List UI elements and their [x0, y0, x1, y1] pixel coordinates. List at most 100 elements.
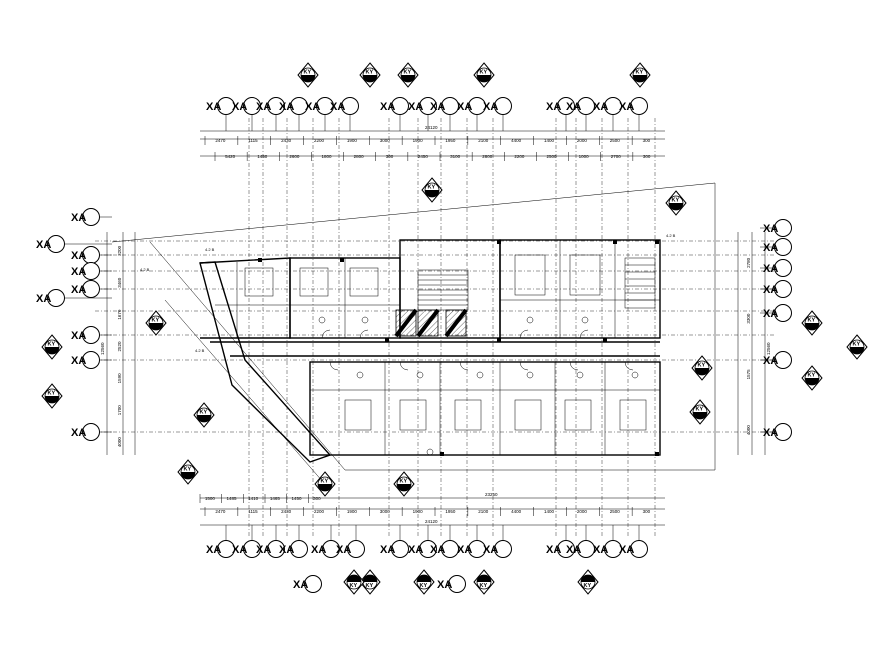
dim-bottom-6: 3000 [380, 509, 391, 514]
dim-left-3: 1670 [117, 309, 122, 320]
grid-bubble-label: XA [619, 544, 634, 556]
grid-bubble-label: XA [763, 284, 778, 296]
dim-bottom2-6: 300 [313, 496, 321, 501]
grid-bubble-top-8: XA [408, 97, 437, 115]
grid-bubble-label: XA [256, 544, 271, 556]
grid-bubble-label: XA [457, 101, 472, 113]
grid-bubble-label: XA [256, 101, 271, 113]
dim-top2-13: 2700 [611, 154, 622, 159]
grid-bubbles-right: XA XA XA XA XA XA XA [760, 219, 792, 441]
grid-bubble-right-5: XA [763, 304, 792, 322]
grid-bubble-label: XA [36, 293, 51, 305]
dim-bottom-10: 4400 [511, 509, 522, 514]
grid-bubble-left-2: XA [36, 235, 65, 253]
grid-bubble-right-6: XA [763, 351, 792, 369]
grid-bubble-label: XA [71, 250, 86, 262]
grid-bubble-label: XA [36, 239, 51, 251]
grid-bubble-bottom-2: XA [232, 540, 261, 558]
grid-bubble-label: XA [619, 101, 634, 113]
section-marker-label: KY [698, 363, 706, 369]
grid-bubble-label: XA [71, 266, 86, 278]
grid-bubble-top-1: XA [206, 97, 235, 115]
dim-top2-3: 2600 [289, 154, 300, 159]
dimension-lines-left: 12560 [100, 232, 136, 455]
section-marker-top-5: KY [629, 62, 651, 88]
grid-bubble-bottom-10: XA [457, 540, 486, 558]
grid-bubble-label: XA [293, 579, 308, 591]
section-marker-label: KY [853, 342, 861, 348]
dim-top-9: 2100 [478, 138, 489, 143]
grid-bubble-left-9: XA [71, 423, 100, 441]
dim-left-5: 1590 [117, 373, 122, 384]
grid-bubble-bottom-extra-2: XA [437, 575, 466, 593]
grid-bubble-label: XA [763, 308, 778, 320]
section-marker-side-1: KY [41, 334, 63, 360]
section-marker-label: KY [184, 467, 192, 473]
dimension-lines-right: 12560 [737, 232, 771, 455]
grid-bubble-label: XA [380, 101, 395, 113]
grid-bubble-label: XA [763, 263, 778, 275]
section-marker-label: KY [48, 342, 56, 348]
grid-bubble-right-1: XA [763, 219, 792, 237]
dim-right-2: 3300 [746, 313, 751, 324]
dim-bottom-5: 1900 [347, 509, 358, 514]
dim-bottom2-1: 1500 [205, 496, 216, 501]
grid-bubble-label: XA [311, 544, 326, 556]
grid-bubble-label: XA [457, 544, 472, 556]
grid-bubble-label: XA [380, 544, 395, 556]
grid-bubble-label: XA [566, 101, 581, 113]
dim-bottom-8: 1950 [445, 509, 456, 514]
dim-top2-6: 300 [386, 154, 394, 159]
grid-bubble-right-4: XA [763, 280, 792, 298]
dim-top-5: 1900 [347, 138, 358, 143]
section-marker-label: KY [366, 583, 374, 589]
dim-top-8: 1950 [445, 138, 456, 143]
section-marker-label: KY [404, 70, 412, 76]
dim-left-2: 3460 [117, 277, 122, 288]
dim-bottom-9: 2100 [478, 509, 489, 514]
grid-bubble-left-3: XA [71, 246, 100, 264]
dim-left-7: 4000 [117, 437, 122, 448]
grid-bubble-label: XA [71, 212, 86, 224]
grid-bubble-label: XA [71, 330, 86, 342]
dim-overall-bottom-mid: 23250 [485, 492, 498, 497]
grid-bubble-right-7: XA [763, 423, 792, 441]
section-marker-label: KY [672, 198, 680, 204]
dim-bottom-7: 1900 [413, 509, 424, 514]
dim-top2-5: 2800 [354, 154, 365, 159]
section-marker-interior-5: KY [393, 471, 415, 497]
grid-bubble-label: XA [593, 101, 608, 113]
grid-bubble-bottom-15: XA [619, 540, 648, 558]
grid-bubble-label: XA [206, 544, 221, 556]
grid-bubble-label: XA [330, 101, 345, 113]
section-marker-label: KY [584, 583, 592, 589]
grid-bubble-label: XA [546, 544, 561, 556]
dim-overall-bottom: 24120 [425, 519, 438, 524]
dim-top-1: 2470 [215, 138, 226, 143]
dim-top2-9: 2800 [482, 154, 493, 159]
dim-top2-14: 300 [643, 154, 651, 159]
grid-bubble-top-13: XA [566, 97, 595, 115]
section-marker-label: KY [48, 391, 56, 397]
building-walls: 4.2 B 4.2 B 4.2 B 4.2 B [140, 233, 676, 463]
grid-bubble-label: XA [71, 427, 86, 439]
section-marker-top-1: KY [297, 62, 319, 88]
dim-top2-1: 5420 [225, 154, 236, 159]
dim-right-3: 1575 [746, 369, 751, 380]
section-marker-interior-1: KY [421, 177, 443, 203]
grid-bubble-label: XA [483, 101, 498, 113]
grid-bubble-top-11: XA [483, 97, 512, 115]
grid-bubble-label: XA [763, 427, 778, 439]
dim-top-7: 1900 [413, 138, 424, 143]
grid-bubble-bottom-14: XA [593, 540, 622, 558]
section-marker-label: KY [636, 70, 644, 76]
grid-bubble-top-14: XA [593, 97, 622, 115]
grid-bubble-bottom-13: XA [566, 540, 595, 558]
grid-bubble-label: XA [763, 242, 778, 254]
grid-bubble-right-2: XA [763, 238, 792, 256]
grid-bubble-label: XA [763, 355, 778, 367]
